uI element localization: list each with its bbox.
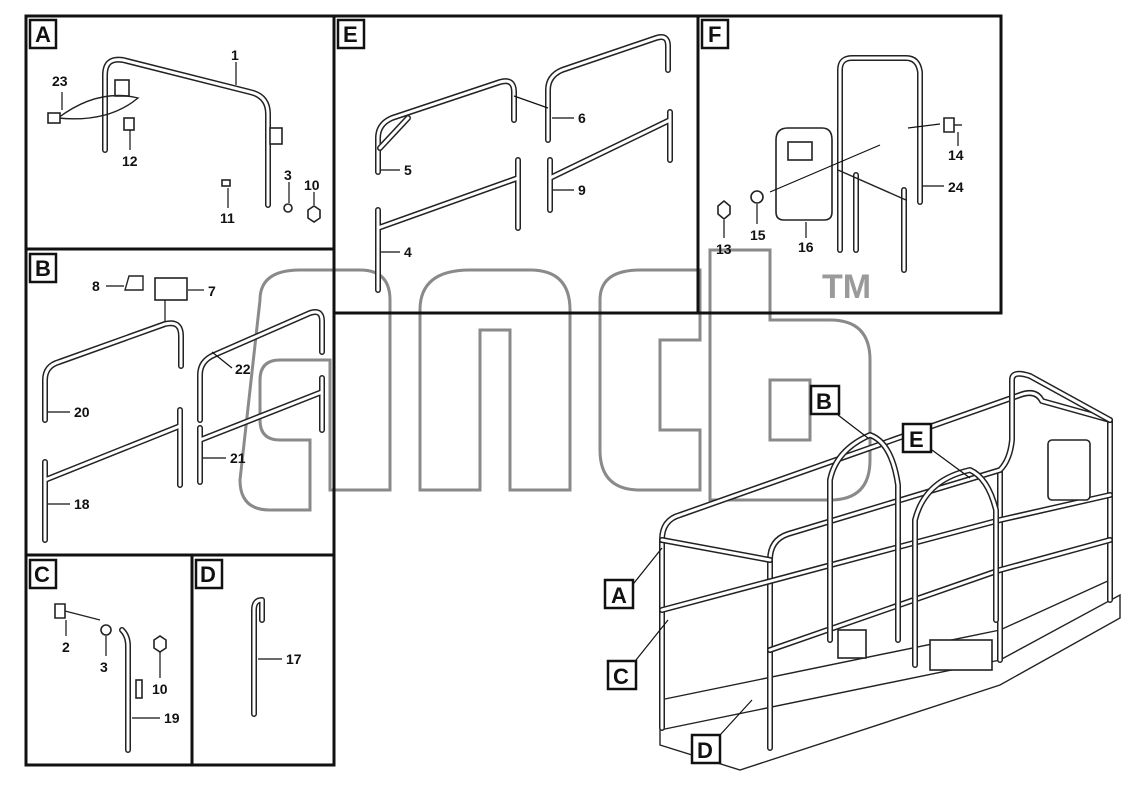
callout-6: 6 (578, 110, 586, 126)
panel-a-callouts: 1 23 12 3 10 11 (52, 47, 320, 226)
svg-text:E: E (343, 22, 358, 47)
callout-19: 19 (164, 710, 180, 726)
svg-text:B: B (816, 389, 832, 414)
callout-12: 12 (122, 153, 138, 169)
callout-15: 15 (750, 227, 766, 243)
panel-c-drawing (54, 603, 167, 753)
platform-overview (659, 370, 1121, 771)
panel-d-frame (190, 553, 336, 767)
panel-b-drawing (42, 275, 325, 543)
panel-f-frame (696, 14, 1003, 315)
callout-17: 17 (286, 651, 302, 667)
panel-f-drawing (717, 55, 962, 273)
callout-9: 9 (578, 182, 586, 198)
callout-4: 4 (404, 244, 412, 260)
panel-label-a: A (28, 18, 58, 50)
overview-callout-b: B (809, 384, 869, 439)
callout-10: 10 (304, 177, 320, 193)
callout-14: 14 (948, 147, 964, 163)
panel-label-d: D (194, 558, 224, 590)
overview-callout-c: C (606, 619, 669, 691)
panel-e-drawing (375, 34, 673, 293)
panel-label-f: F (700, 18, 730, 50)
svg-text:F: F (708, 22, 721, 47)
callout-18: 18 (74, 496, 90, 512)
callout-20: 20 (74, 404, 90, 420)
svg-text:C: C (34, 562, 50, 587)
panel-e-callouts: 6 5 9 4 (381, 110, 586, 260)
overview-callout-e: E (901, 422, 971, 479)
callout-21: 21 (230, 450, 246, 466)
overview-callout-d: D (690, 699, 753, 765)
svg-text:C: C (613, 664, 629, 689)
callout-8: 8 (92, 278, 100, 294)
svg-text:B: B (35, 256, 51, 281)
overview-callout-a: A (603, 547, 663, 610)
panel-c-callouts: 2 3 10 19 (62, 620, 180, 726)
watermark-logo: TM (238, 248, 872, 512)
svg-text:A: A (35, 22, 51, 47)
callout-10c: 10 (152, 681, 168, 697)
callout-16: 16 (798, 239, 814, 255)
callout-23: 23 (52, 73, 68, 89)
svg-text:E: E (909, 427, 924, 452)
panel-a-drawing (47, 56, 321, 223)
svg-text:D: D (200, 562, 216, 587)
callout-3: 3 (284, 167, 292, 183)
callout-1: 1 (231, 47, 239, 63)
callout-2: 2 (62, 639, 70, 655)
callout-24: 24 (948, 179, 964, 195)
panel-d-callouts: 17 (258, 651, 302, 667)
callout-11: 11 (220, 210, 235, 226)
panel-label-e: E (336, 18, 366, 50)
callout-3c: 3 (100, 659, 108, 675)
callout-22: 22 (235, 361, 251, 377)
panel-a-frame (24, 14, 336, 251)
svg-text:D: D (697, 738, 713, 763)
panel-f-callouts: 14 24 13 15 16 (716, 132, 964, 257)
callout-7: 7 (208, 283, 216, 299)
svg-text:A: A (611, 583, 627, 608)
panel-label-c: C (28, 558, 58, 590)
callout-5: 5 (404, 162, 412, 178)
panel-label-b: B (28, 252, 58, 284)
callout-13: 13 (716, 241, 732, 257)
panel-d-drawing (251, 597, 265, 717)
watermark-tm: TM (822, 268, 871, 306)
panel-b-callouts: 8 7 22 20 21 18 (48, 278, 251, 512)
